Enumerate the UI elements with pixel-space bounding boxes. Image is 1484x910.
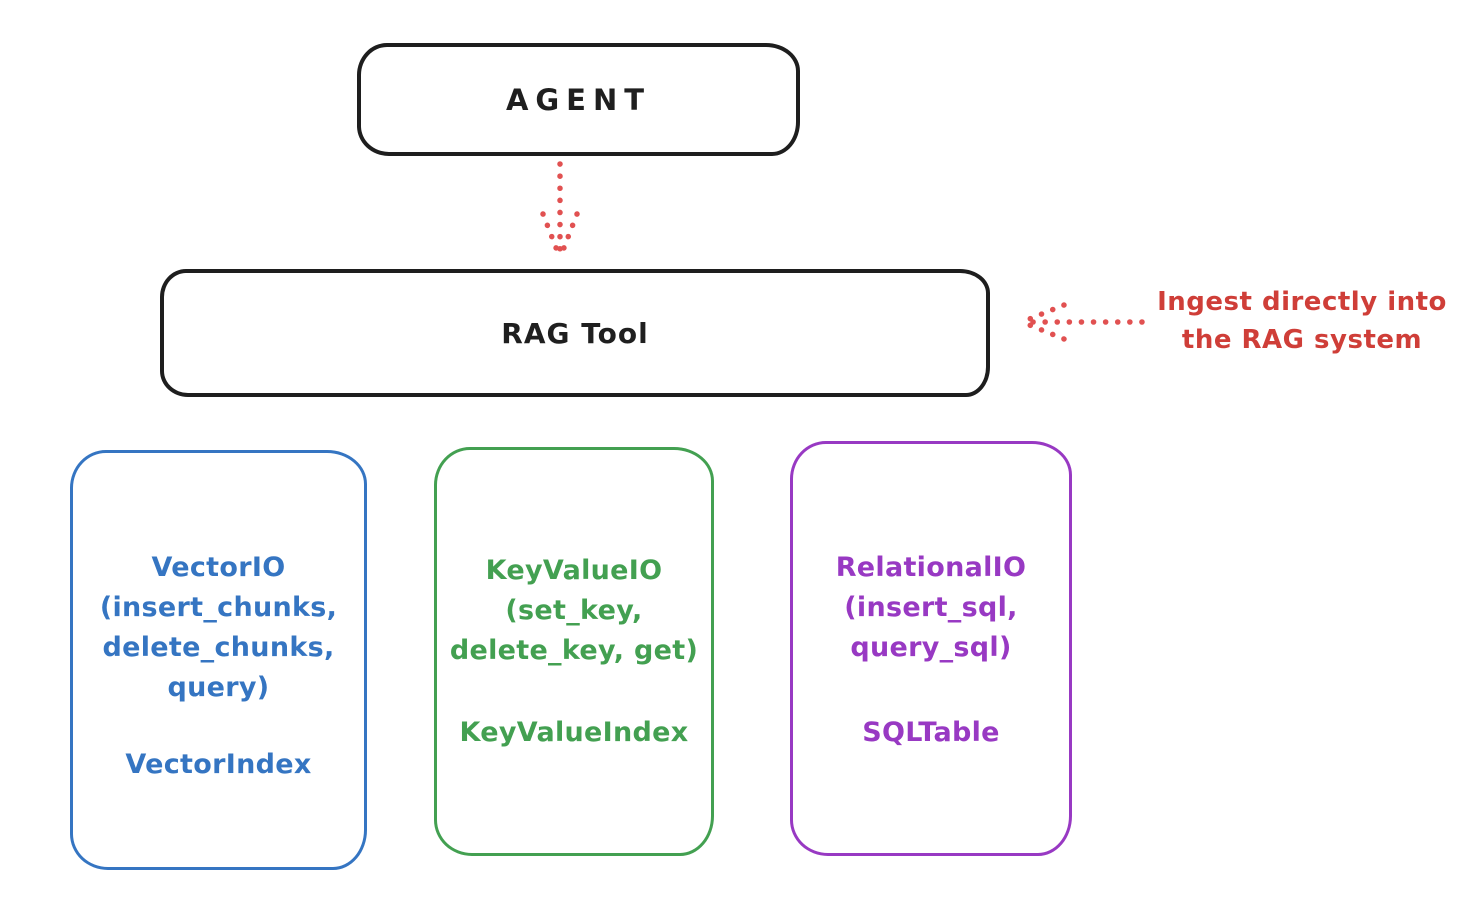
keyvalue-io-title: KeyValueIO: [485, 555, 663, 586]
vector-io-title: VectorIO: [151, 552, 286, 583]
keyvalue-io-methods-line2: delete_key, get): [449, 635, 699, 666]
ingest-annotation-line1: Ingest directly into: [1157, 287, 1447, 317]
vector-io-box: VectorIO (insert_chunks, delete_chunks, …: [70, 450, 367, 870]
rag-tool-label: RAG Tool: [501, 316, 649, 350]
keyvalue-io-box: KeyValueIO (set_key, delete_key, get) Ke…: [434, 447, 714, 856]
vector-io-methods-line3: query): [167, 672, 270, 703]
keyvalue-index-label: KeyValueIndex: [459, 717, 689, 748]
keyvalue-io-methods-line1: (set_key,: [505, 595, 643, 626]
vector-index-label: VectorIndex: [125, 749, 312, 780]
ingest-arrow-icon: [1019, 302, 1145, 342]
ingest-annotation: Ingest directly into the RAG system: [1140, 283, 1464, 359]
rag-tool-node: RAG Tool: [160, 269, 990, 397]
agent-node: AGENT: [357, 43, 800, 156]
ingest-annotation-line2: the RAG system: [1181, 325, 1423, 355]
sql-table-label: SQLTable: [862, 717, 1000, 748]
relational-io-methods-line2: query_sql): [850, 632, 1012, 663]
vector-io-methods-line1: (insert_chunks,: [99, 592, 338, 623]
agent-label: AGENT: [505, 82, 652, 117]
relational-io-box: RelationalIO (insert_sql, query_sql) SQL…: [790, 441, 1072, 856]
vector-io-methods-line2: delete_chunks,: [102, 632, 335, 663]
relational-io-methods-line1: (insert_sql,: [844, 592, 1018, 623]
relational-io-title: RelationalIO: [835, 552, 1027, 583]
agent-to-ragtool-arrow-icon: [540, 161, 580, 261]
